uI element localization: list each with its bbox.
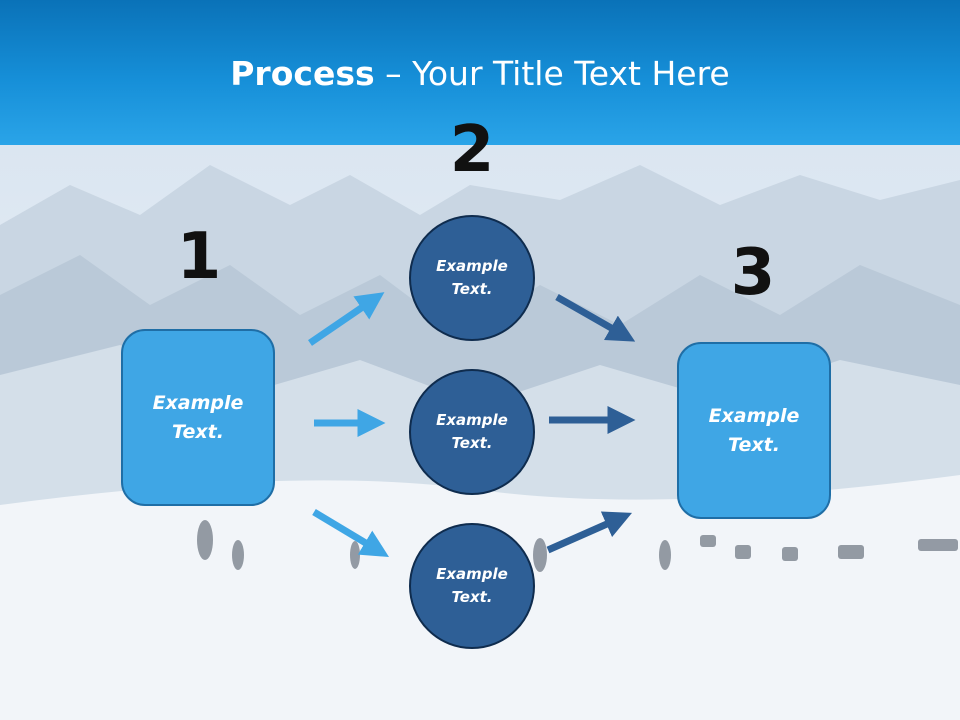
step-number-2: 2 <box>449 113 495 187</box>
step-number-3: 3 <box>730 236 776 310</box>
step-2-circle-bottom: Example Text. <box>409 523 535 649</box>
header-band <box>0 0 960 145</box>
arrow-1-to-2-top <box>308 292 385 346</box>
step-3-box: Example Text. <box>677 342 831 519</box>
arrow-2-to-3-bottom <box>546 511 633 554</box>
arrow-2-to-3-top <box>555 293 636 342</box>
slide-title: Process – Your Title Text Here <box>0 52 960 96</box>
circle-top-label: Example Text. <box>436 257 508 298</box>
arrow-1-to-2-bottom <box>312 508 390 558</box>
step-number-1: 1 <box>176 220 222 294</box>
title-rest: – Your Title Text Here <box>374 54 730 93</box>
circle-middle-label: Example Text. <box>436 411 508 452</box>
step-3-label: Example Text. <box>708 404 800 456</box>
circle-bottom-label: Example Text. <box>436 565 508 606</box>
step-2-circle-top: Example Text. <box>409 215 535 341</box>
step-1-label: Example Text. <box>152 391 244 443</box>
step-1-box: Example Text. <box>121 329 275 506</box>
step-2-circle-middle: Example Text. <box>409 369 535 495</box>
title-bold: Process <box>230 54 375 93</box>
